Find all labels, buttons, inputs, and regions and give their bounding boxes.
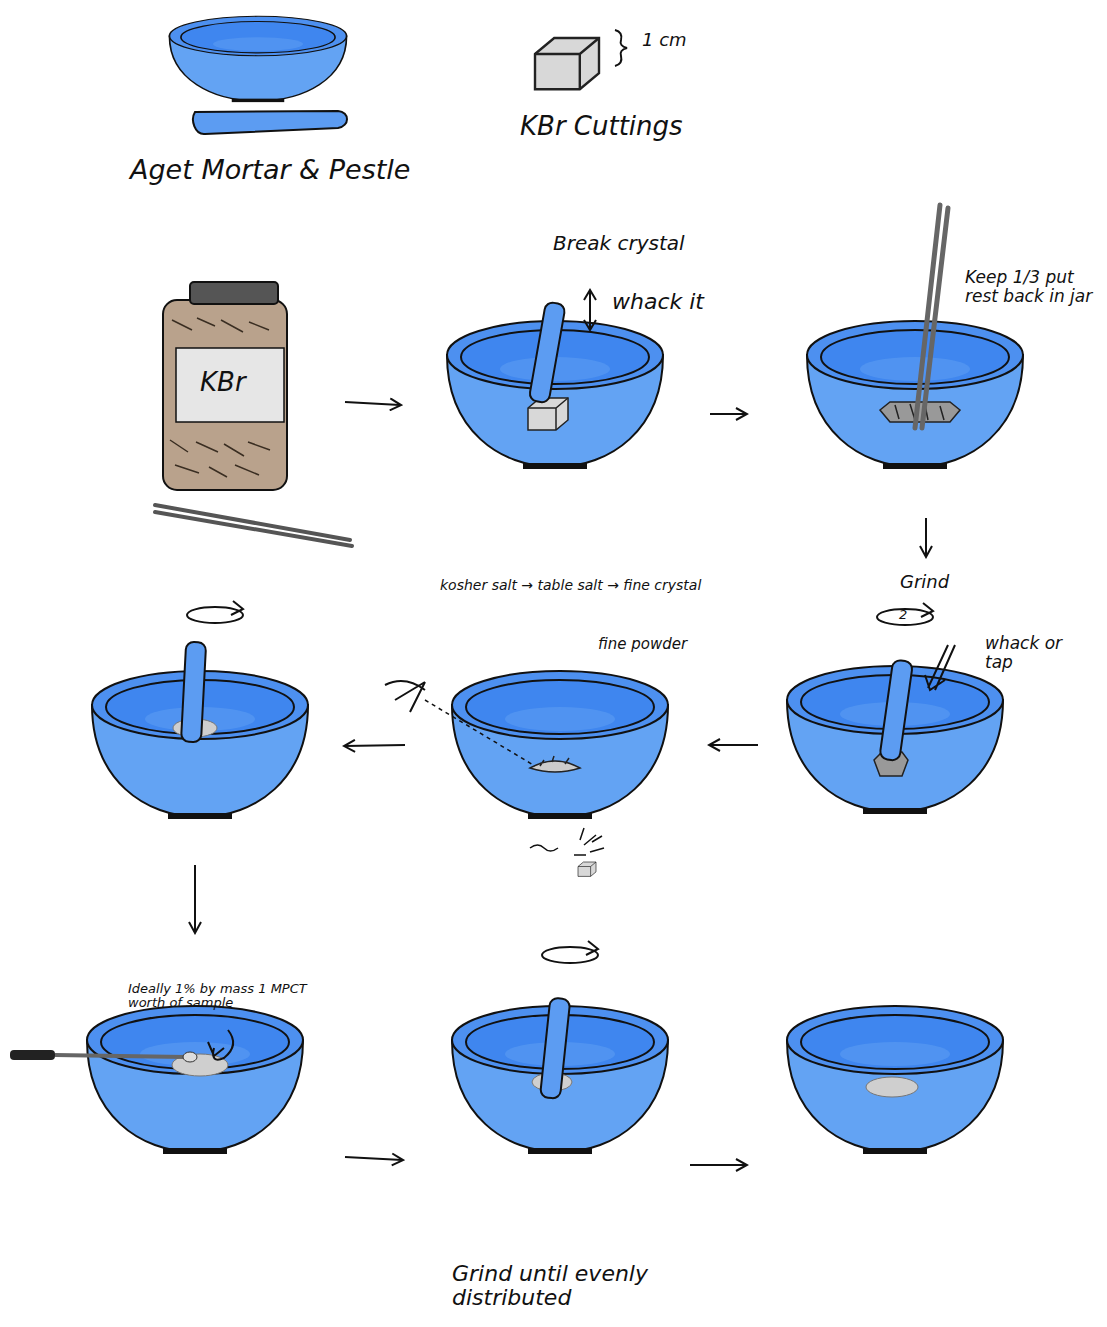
- step-note: Keep 1/3 put rest back in jar: [965, 268, 1100, 305]
- eye: [385, 681, 425, 712]
- kbr-cube: [528, 398, 568, 430]
- step-note: whack or tap: [985, 634, 1065, 671]
- mortar: [87, 1006, 303, 1154]
- sight-line: [425, 700, 535, 766]
- step-note: kosher salt → table salt → fine crystal: [440, 578, 790, 593]
- jar-label: KBr: [200, 368, 280, 397]
- curl-arrow: [208, 1030, 233, 1060]
- rotation-arrow: [542, 941, 598, 963]
- motion-arrow: [925, 645, 955, 690]
- motion-arrow: [584, 290, 596, 330]
- step-note: fine powder: [598, 636, 728, 653]
- part-name: Aget Mortar & Pestle: [130, 155, 450, 185]
- pestle: [529, 301, 566, 403]
- part-name: KBr Cuttings: [520, 112, 750, 141]
- pestle: [879, 659, 913, 761]
- mortar: [807, 321, 1023, 469]
- pestle: [181, 642, 206, 743]
- flow-arrow: [195, 402, 926, 1165]
- tweezers: [915, 205, 948, 428]
- callout-number: 2: [899, 608, 919, 622]
- dimension: 1 cm: [642, 30, 722, 50]
- powder: [866, 1077, 918, 1097]
- step-note: Break crystal: [553, 232, 703, 254]
- kbr-jar: [163, 282, 287, 490]
- mortar: [452, 671, 668, 819]
- pestle: [193, 111, 347, 134]
- step-note: Grind until evenly distributed: [452, 1262, 692, 1310]
- mortar: [787, 1006, 1003, 1154]
- kbr-cube: [535, 38, 599, 89]
- pestle: [540, 997, 570, 1099]
- step-note: Ideally 1% by mass 1 MPCT worth of sampl…: [128, 982, 338, 1011]
- sparkle-powder: [530, 756, 580, 772]
- sparkle-cube: [530, 828, 604, 876]
- rotation-arrow: [877, 603, 933, 625]
- tweezers: [155, 505, 352, 546]
- step-note: whack it: [612, 290, 732, 314]
- bracket: [615, 30, 627, 66]
- mortar: [169, 16, 346, 102]
- step-note: Grind: [900, 572, 980, 592]
- spatula: [10, 1050, 197, 1062]
- rotation-arrow: [187, 601, 243, 623]
